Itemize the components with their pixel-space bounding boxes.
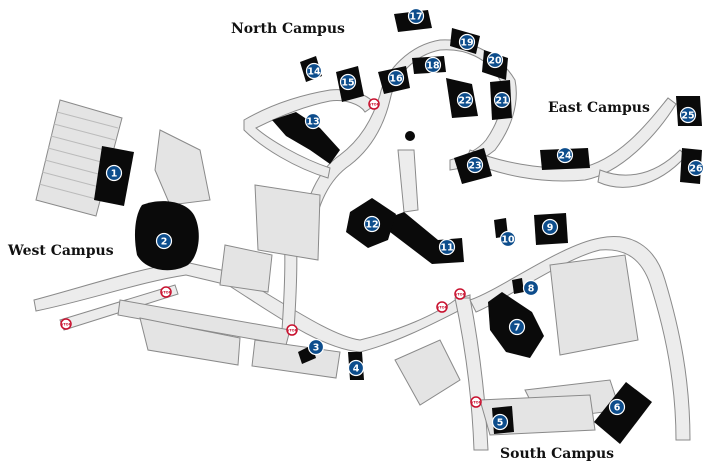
marker-15[interactable]: 15 <box>339 73 357 91</box>
marker-label: 20 <box>488 55 502 66</box>
stop-sign-label: STOP <box>61 322 72 326</box>
marker-label: 13 <box>306 116 319 127</box>
marker-label: 23 <box>468 160 481 171</box>
marker-label: 15 <box>341 77 354 88</box>
marker-12[interactable]: 12 <box>363 215 381 233</box>
marker-label: 7 <box>514 322 521 333</box>
marker-2[interactable]: 2 <box>155 232 173 250</box>
west-campus-label: West Campus <box>7 243 114 259</box>
stop-sign-label: STOP <box>455 292 466 296</box>
stop-sign-west-campus: STOP <box>160 286 172 298</box>
stop-sign-south-junction: STOP <box>436 301 448 313</box>
stop-sign-label: STOP <box>369 102 380 106</box>
campus-labels: North Campus East Campus West Campus Sou… <box>7 21 650 462</box>
marker-16[interactable]: 16 <box>387 69 405 87</box>
lot-west-lower <box>139 317 241 366</box>
marker-11[interactable]: 11 <box>438 238 456 256</box>
marker-8[interactable]: 8 <box>522 279 540 297</box>
marker-19[interactable]: 19 <box>458 33 476 51</box>
marker-14[interactable]: 14 <box>305 62 323 80</box>
marker-23[interactable]: 23 <box>466 156 484 174</box>
landmark-dot <box>405 131 415 141</box>
marker-3[interactable]: 3 <box>307 338 325 356</box>
marker-17[interactable]: 17 <box>407 7 425 25</box>
marker-label: 25 <box>681 110 694 121</box>
marker-label: 17 <box>409 11 422 22</box>
stop-sign-south: STOP <box>470 396 482 408</box>
marker-label: 1 <box>111 168 118 179</box>
building-13 <box>272 112 340 164</box>
marker-22[interactable]: 22 <box>456 91 474 109</box>
marker-18[interactable]: 18 <box>424 56 442 74</box>
south-campus-road <box>454 297 489 451</box>
lot-south-west <box>394 339 461 406</box>
stop-sign-center: STOP <box>286 324 298 336</box>
marker-10[interactable]: 10 <box>499 230 517 248</box>
stop-sign-label: STOP <box>471 400 482 404</box>
building-markers: 1 2 3 4 5 6 7 8 9 10 11 12 13 14 15 16 1… <box>105 7 705 431</box>
south-east-road <box>469 236 691 441</box>
marker-label: 16 <box>389 73 403 84</box>
lot-east-stadium <box>549 254 639 356</box>
central-road <box>397 149 419 213</box>
south-campus-label: South Campus <box>500 446 614 462</box>
marker-9[interactable]: 9 <box>541 218 559 236</box>
building-11 <box>388 212 464 264</box>
marker-label: 3 <box>313 342 320 353</box>
marker-label: 4 <box>353 363 360 374</box>
lot-center-grid <box>254 184 321 261</box>
marker-24[interactable]: 24 <box>556 146 574 164</box>
stop-sign-east-junction: STOP <box>454 288 466 300</box>
building-6 <box>594 382 652 444</box>
marker-7[interactable]: 7 <box>508 318 526 336</box>
north-campus-label: North Campus <box>231 21 345 37</box>
lot-center-west <box>219 244 273 293</box>
marker-21[interactable]: 21 <box>493 91 511 109</box>
marker-6[interactable]: 6 <box>608 398 626 416</box>
marker-label: 8 <box>528 283 535 294</box>
marker-label: 6 <box>614 402 621 413</box>
marker-label: 18 <box>426 60 440 71</box>
marker-label: 26 <box>689 163 703 174</box>
marker-label: 21 <box>495 95 508 106</box>
marker-5[interactable]: 5 <box>491 413 509 431</box>
marker-26[interactable]: 26 <box>687 159 705 177</box>
stop-signs: STOP STOP STOP STOP STOP STOP STOP <box>60 98 482 408</box>
east-campus-label: East Campus <box>548 100 650 116</box>
marker-label: 22 <box>458 95 471 106</box>
marker-25[interactable]: 25 <box>679 106 697 124</box>
marker-4[interactable]: 4 <box>347 359 365 377</box>
marker-label: 5 <box>497 417 504 428</box>
marker-1[interactable]: 1 <box>105 164 123 182</box>
marker-20[interactable]: 20 <box>486 51 504 69</box>
marker-label: 24 <box>558 150 572 161</box>
building-8 <box>512 278 524 294</box>
stop-sign-label: STOP <box>287 328 298 332</box>
marker-label: 14 <box>307 66 321 77</box>
marker-label: 10 <box>501 234 515 245</box>
lot-west-central <box>154 129 211 206</box>
stop-sign-label: STOP <box>161 290 172 294</box>
marker-13[interactable]: 13 <box>304 112 322 130</box>
marker-label: 2 <box>161 236 168 247</box>
stop-sign-north: STOP <box>368 98 380 110</box>
north-west-loop-road <box>243 89 376 179</box>
lot-road-3 <box>251 339 341 379</box>
marker-label: 9 <box>547 222 554 233</box>
marker-label: 11 <box>440 242 453 253</box>
stop-sign-label: STOP <box>437 305 448 309</box>
stop-sign-far-west: STOP <box>60 318 72 330</box>
marker-label: 19 <box>460 37 473 48</box>
marker-label: 12 <box>365 219 378 230</box>
